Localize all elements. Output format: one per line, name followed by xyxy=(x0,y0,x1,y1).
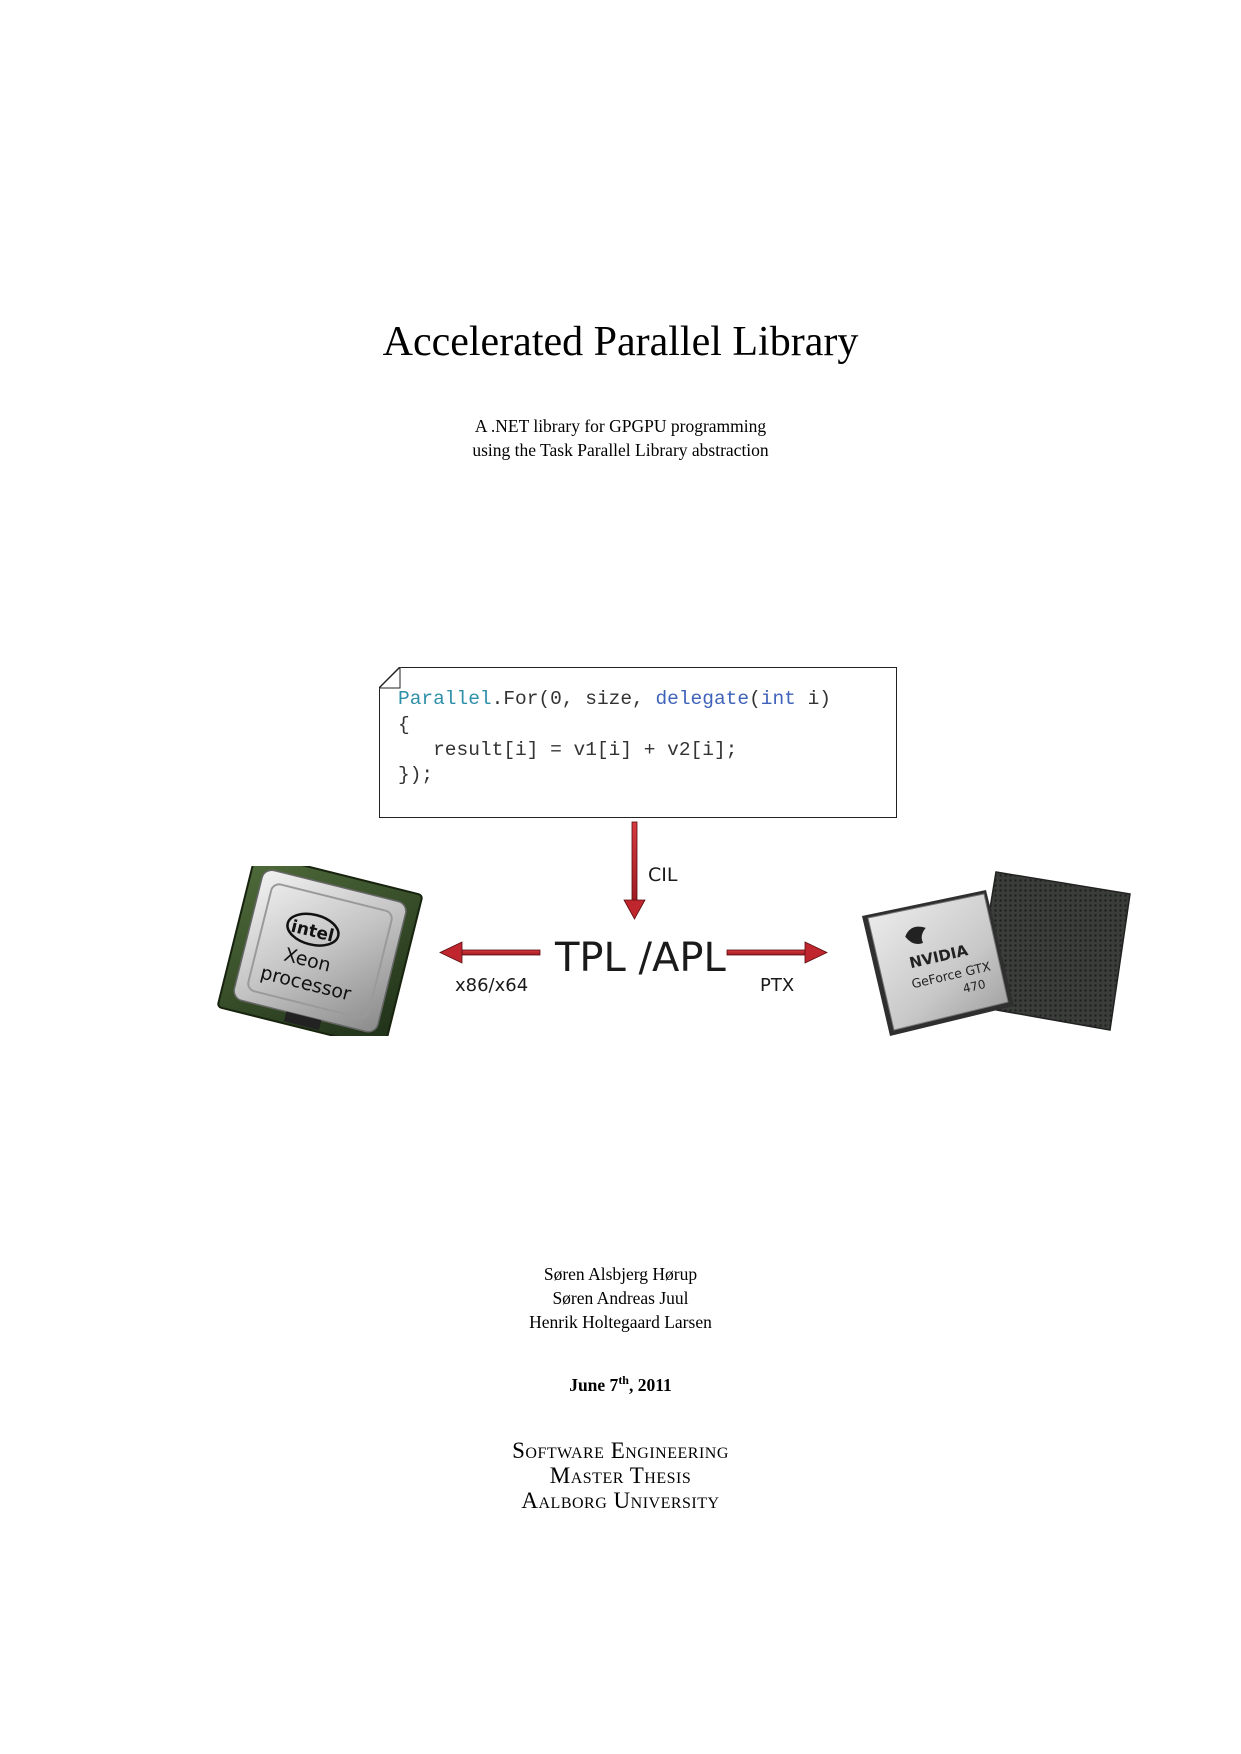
code-class-name: Parallel xyxy=(398,688,492,710)
date-main: June 7 xyxy=(569,1374,619,1395)
subtitle-line-1: A .NET library for GPGPU programming xyxy=(474,416,767,436)
label-tpl-apl: TPL /APL xyxy=(555,935,726,981)
document-title: Accelerated Parallel Library xyxy=(382,319,859,365)
subtitle-line-2: using the Task Parallel Library abstract… xyxy=(472,440,769,460)
affiliation-line-1: Software Engineering xyxy=(512,1438,729,1463)
code-line-2: { xyxy=(398,714,410,736)
label-cil: CIL xyxy=(648,864,678,886)
author-list: Søren Alsbjerg Hørup Søren Andreas Juul … xyxy=(0,1262,1241,1334)
label-x86-x64: x86/x64 xyxy=(455,975,529,996)
arrow-left-x86 xyxy=(439,941,541,964)
code-line-4: }); xyxy=(398,764,434,786)
nvidia-geforce-chip-icon: NVIDIA GeForce GTX 470 xyxy=(862,871,1131,1036)
code-param: i) xyxy=(795,688,831,710)
code-line-3: result[i] = v1[i] + v2[i]; xyxy=(398,739,738,761)
gpu-number: 470 xyxy=(961,977,986,996)
code-open-paren: ( xyxy=(749,688,761,710)
arrow-down-cil xyxy=(623,821,646,920)
document-subtitle: A .NET library for GPGPU programming usi… xyxy=(0,414,1241,462)
affiliation-block: Software Engineering Master Thesis Aalbo… xyxy=(0,1438,1241,1513)
label-ptx: PTX xyxy=(760,975,795,996)
code-keyword-delegate: delegate xyxy=(655,688,750,710)
date-year: , 2011 xyxy=(628,1374,672,1395)
page-fold-corner xyxy=(379,667,401,689)
date-suffix: th xyxy=(618,1373,629,1387)
submission-date: June 7th, 2011 xyxy=(0,1373,1241,1396)
intel-xeon-chip-icon: intel Xeon processor xyxy=(217,866,423,1036)
code-call: .For(0, size, xyxy=(491,688,656,710)
code-keyword-int: int xyxy=(760,688,796,710)
author-2: Søren Andreas Juul xyxy=(552,1288,689,1308)
affiliation-line-2: Master Thesis xyxy=(549,1463,692,1488)
code-line-1: Parallel.For(0, size, delegate(int i) xyxy=(398,688,831,710)
affiliation-line-3: Aalborg University xyxy=(521,1488,720,1513)
arrow-right-ptx xyxy=(726,941,828,964)
author-1: Søren Alsbjerg Hørup xyxy=(543,1264,698,1284)
author-3: Henrik Holtegaard Larsen xyxy=(529,1312,712,1332)
code-snippet-box: Parallel.For(0, size, delegate(int i) { … xyxy=(379,667,897,818)
